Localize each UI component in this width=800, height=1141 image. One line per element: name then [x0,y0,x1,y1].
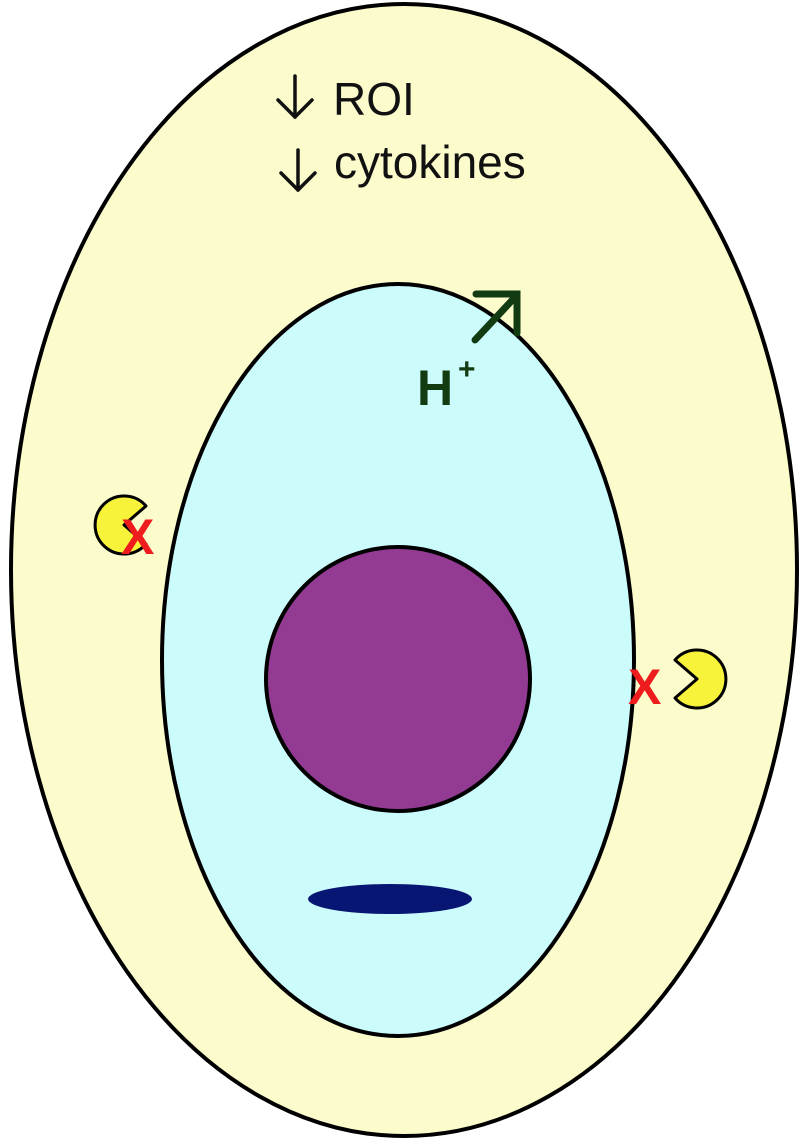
nucleus [266,547,530,811]
proton-label: H [417,360,453,416]
inhibit-x-left: X [121,509,154,565]
inhibit-x-right: X [628,659,661,715]
proton-charge: + [458,353,476,386]
granule [308,884,472,914]
cytokines-label: cytokines [334,136,526,188]
roi-label: ROI [333,73,415,125]
